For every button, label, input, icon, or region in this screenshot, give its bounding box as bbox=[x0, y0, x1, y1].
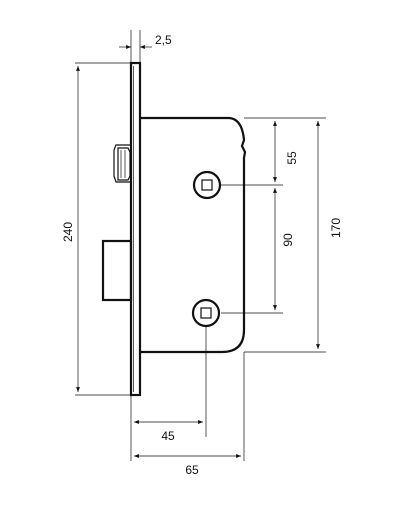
extension-lines bbox=[75, 30, 326, 461]
dim-label-case-height: 170 bbox=[329, 218, 343, 238]
dim-label-backset: 45 bbox=[161, 429, 175, 443]
dim-label-top-to-spindle: 55 bbox=[285, 151, 299, 165]
faceplate bbox=[129, 61, 142, 397]
dim-label-spindle-to-keyhole: 90 bbox=[281, 233, 295, 247]
dim-label-case-depth: 65 bbox=[185, 463, 199, 477]
keyhole-hub bbox=[191, 298, 221, 328]
spindle-hub bbox=[192, 170, 222, 200]
dim-label-faceplate-height: 240 bbox=[61, 222, 75, 242]
dimension-lines bbox=[76, 45, 320, 458]
dead-bolt bbox=[101, 239, 133, 302]
lock-case bbox=[140, 116, 247, 354]
latch-bolt bbox=[113, 144, 131, 183]
dim-label-faceplate-thickness: 2,5 bbox=[155, 33, 172, 47]
